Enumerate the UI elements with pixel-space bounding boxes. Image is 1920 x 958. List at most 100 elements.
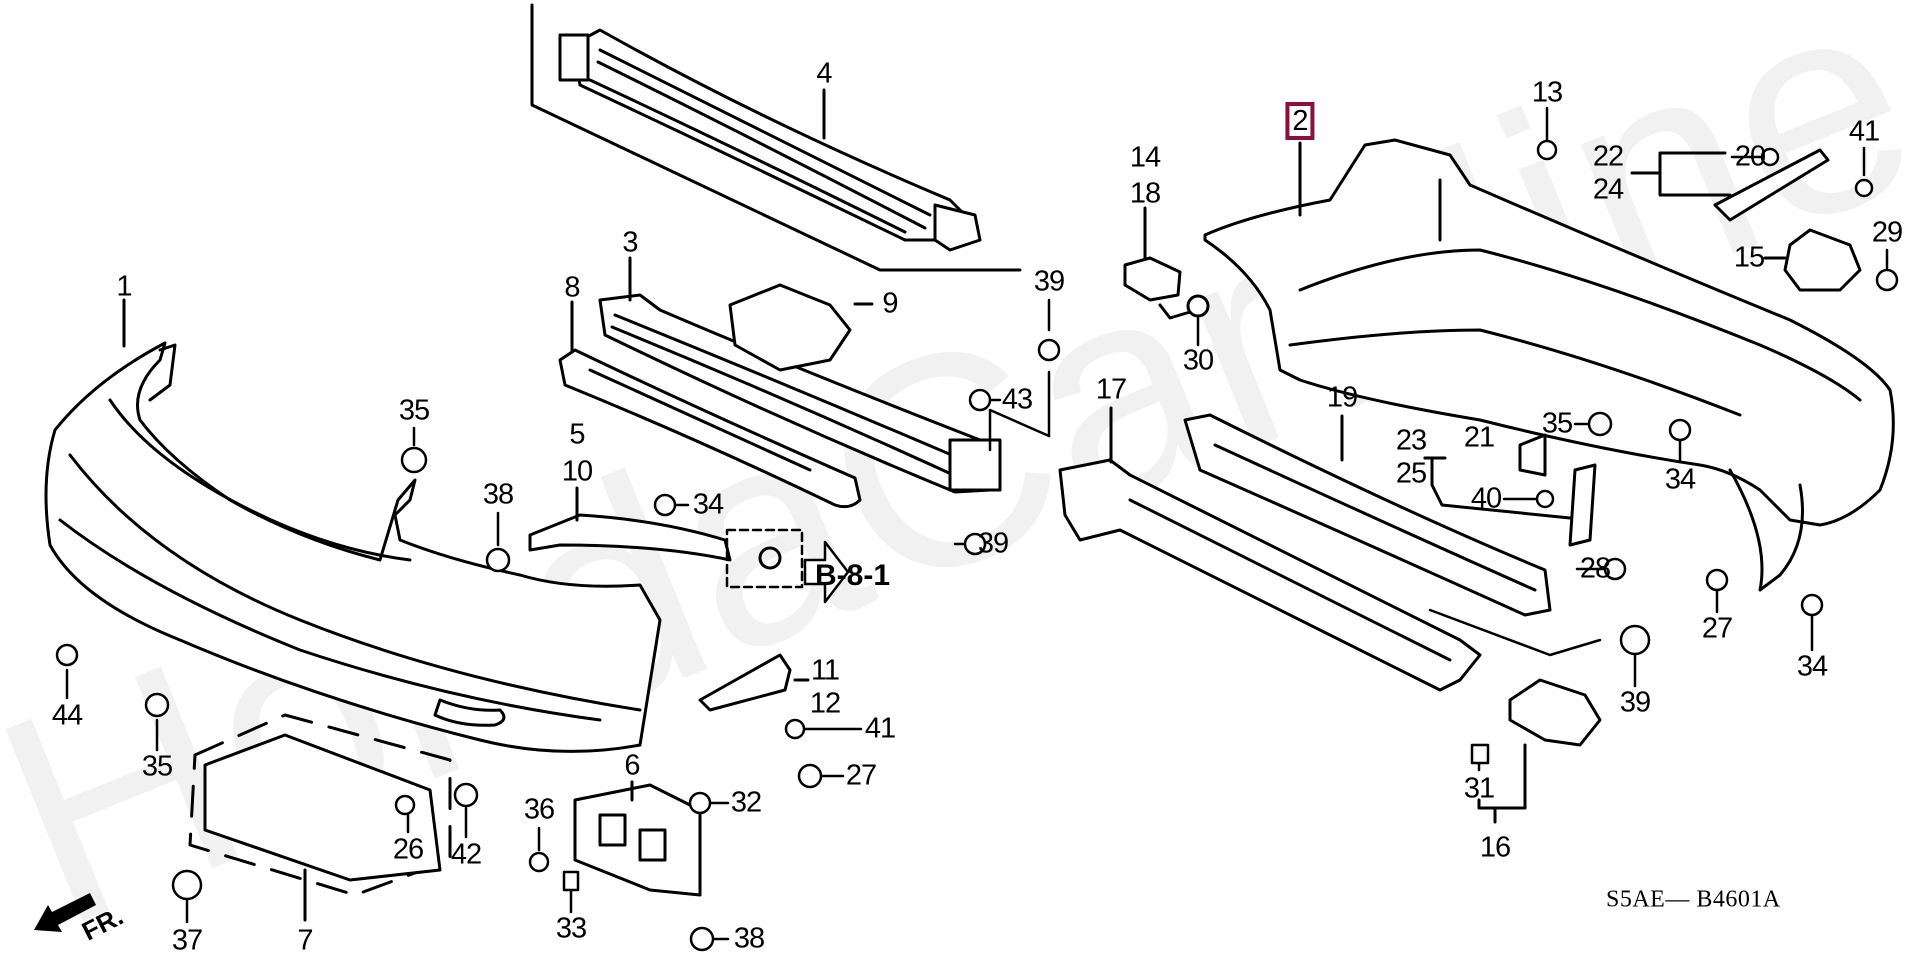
nut-32-icon [688, 791, 712, 815]
nut-20-icon [1760, 147, 1780, 167]
label-11[interactable]: 11 [810, 654, 840, 687]
label-3[interactable]: 3 [622, 226, 638, 259]
label-8[interactable]: 8 [564, 271, 580, 304]
label-24[interactable]: 24 [1592, 173, 1624, 206]
label-12[interactable]: 12 [809, 687, 841, 720]
fastener-icons [55, 139, 1899, 952]
nut-33-icon [562, 870, 580, 892]
label-34[interactable]: 34 [692, 488, 724, 521]
label-17[interactable]: 17 [1095, 373, 1127, 406]
label-22[interactable]: 22 [1592, 140, 1624, 173]
label-44[interactable]: 44 [51, 699, 83, 732]
screw-41-icon [1854, 178, 1874, 198]
bolt-39c-icon [1619, 624, 1651, 656]
label-41-rear[interactable]: 41 [1848, 115, 1880, 148]
nut-43-icon [968, 388, 992, 412]
label-32[interactable]: 32 [730, 786, 762, 819]
reference-link-b-8-1[interactable]: B-8-1 [815, 559, 891, 592]
label-27[interactable]: 27 [845, 759, 877, 792]
part-1-front-bumper[interactable] [44, 298, 662, 753]
label-1[interactable]: 1 [116, 270, 132, 303]
label-39-middle[interactable]: 39 [977, 527, 1009, 560]
part-7-license-plate-base[interactable] [188, 713, 452, 922]
b-8-1-reference[interactable] [725, 528, 850, 604]
label-41[interactable]: 41 [864, 712, 896, 745]
part-5-10-side-bracket[interactable] [528, 486, 732, 562]
label-27-rear[interactable]: 27 [1701, 612, 1733, 645]
screw-28-icon [1603, 557, 1627, 581]
part-11-12-bracket[interactable] [698, 653, 810, 712]
label-23[interactable]: 23 [1395, 424, 1427, 457]
bolt-27b-icon [1705, 568, 1729, 592]
label-5[interactable]: 5 [569, 418, 585, 451]
label-33[interactable]: 33 [555, 912, 587, 945]
clip-34b-icon [1668, 418, 1692, 442]
part-6-license-bracket[interactable] [573, 780, 702, 897]
label-38[interactable]: 38 [482, 478, 514, 511]
label-6[interactable]: 6 [624, 749, 640, 782]
label-13[interactable]: 13 [1531, 76, 1563, 109]
label-35[interactable]: 35 [398, 394, 430, 427]
label-4[interactable]: 4 [816, 57, 832, 90]
label-10[interactable]: 10 [561, 455, 593, 488]
bolt-39-icon [1037, 338, 1061, 362]
label-25[interactable]: 25 [1395, 457, 1427, 490]
clip-44-icon [55, 643, 79, 667]
label-7[interactable]: 7 [297, 924, 313, 957]
label-30[interactable]: 30 [1182, 344, 1214, 377]
part-4-front-beam[interactable] [530, 3, 1022, 272]
grommet-42-icon [453, 782, 479, 808]
front-direction-arrow-icon [34, 893, 96, 932]
label-26[interactable]: 26 [392, 833, 424, 866]
part-16-bracket[interactable] [1477, 678, 1602, 824]
label-34-rear[interactable]: 34 [1664, 463, 1696, 496]
clip-34c-icon [1800, 593, 1824, 617]
part-8-absorber-lower[interactable] [558, 300, 862, 509]
clip-35b-icon [144, 692, 170, 718]
label-42[interactable]: 42 [450, 838, 482, 871]
diagram-code: S5AE— B4601A [1606, 886, 1781, 913]
screw-40-icon [1535, 489, 1555, 509]
clip-37-icon [171, 869, 203, 901]
label-9[interactable]: 9 [882, 287, 898, 320]
label-35-lower[interactable]: 35 [141, 750, 173, 783]
label-39[interactable]: 39 [1033, 265, 1065, 298]
part-15-bracket[interactable] [1763, 228, 1862, 292]
bolt-39b-icon [963, 532, 987, 556]
label-28[interactable]: 28 [1579, 552, 1611, 585]
part-19-rear-absorber[interactable] [1183, 413, 1552, 617]
label-35-rear[interactable]: 35 [1541, 407, 1573, 440]
label-38-lower[interactable]: 38 [733, 922, 765, 955]
label-21[interactable]: 21 [1463, 421, 1495, 454]
part-21-23-25-brackets[interactable] [1423, 433, 1597, 547]
part-3-absorber-upper[interactable] [598, 256, 1002, 494]
label-39-rear[interactable]: 39 [1619, 686, 1651, 719]
part-2-rear-bumper[interactable] [1203, 138, 1895, 592]
label-43[interactable]: 43 [1001, 383, 1033, 416]
label-36[interactable]: 36 [523, 793, 555, 826]
clip-35c-icon [1587, 411, 1613, 437]
label-40[interactable]: 40 [1470, 482, 1502, 515]
label-37[interactable]: 37 [171, 924, 203, 957]
label-2-highlighted[interactable]: 2 [1285, 102, 1315, 140]
screw-41b-icon [784, 718, 806, 740]
nut-31-icon [1470, 743, 1490, 765]
part-9-bracket[interactable] [728, 283, 874, 372]
label-19[interactable]: 19 [1326, 381, 1358, 414]
label-31[interactable]: 31 [1463, 772, 1495, 805]
screw-26-icon [394, 794, 416, 816]
label-20[interactable]: 20 [1734, 140, 1766, 173]
label-14[interactable]: 14 [1129, 141, 1161, 174]
bolt-27-icon [797, 763, 823, 789]
label-18[interactable]: 18 [1129, 177, 1161, 210]
label-16[interactable]: 16 [1479, 831, 1511, 864]
label-34-rear-lower[interactable]: 34 [1796, 650, 1828, 683]
part-22-24-bracket[interactable] [1630, 148, 1830, 222]
clip-13-icon [1536, 139, 1558, 161]
bolt-36-icon [528, 851, 550, 873]
label-29[interactable]: 29 [1871, 216, 1903, 249]
label-15[interactable]: 15 [1733, 241, 1765, 274]
part-17-rear-beam[interactable] [1058, 406, 1482, 692]
part-14-18-bracket[interactable] [1123, 206, 1210, 320]
